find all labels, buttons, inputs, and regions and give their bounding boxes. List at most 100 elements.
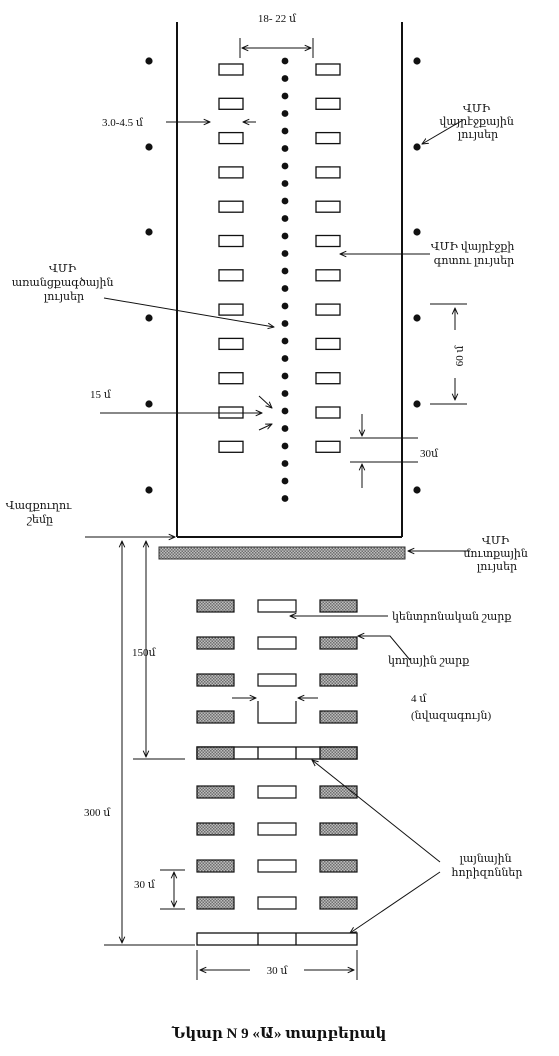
centerline-light: [281, 355, 289, 362]
label-bottom-30: 30 մ: [267, 965, 289, 977]
side-row-right: [319, 896, 358, 910]
side-row-left: [196, 599, 235, 613]
side-row-left: [196, 636, 235, 650]
centerline-lights: [281, 57, 289, 502]
side-row-right: [319, 822, 358, 836]
touchdown-bar-right: [315, 303, 341, 316]
centerline-light: [281, 320, 289, 327]
central-row-bar: [257, 636, 297, 650]
touchdown-zone-lights: [218, 63, 341, 453]
touchdown-bar-left: [218, 269, 244, 282]
label-dist-300: 300 մ: [84, 807, 111, 819]
label-spacing-60: 60 մ: [454, 345, 466, 367]
centerline-light: [281, 495, 289, 502]
centerline-light: [281, 145, 289, 152]
centerline-light: [281, 180, 289, 187]
label-edge-lights: ՎՄԻ վայրէջքային լույսեր: [439, 103, 516, 141]
labels: 18- 22 մ 3.0-4.5 մ ՎՄԻ վայրէջքային լույս…: [6, 13, 530, 1042]
touchdown-bar-right: [315, 166, 341, 179]
label-spacing-3-4-5: 3.0-4.5 մ: [102, 117, 144, 129]
label-crossbars: լայնային հորիզոններ: [452, 853, 523, 879]
centerline-light: [281, 302, 289, 310]
centerline-light: [281, 407, 289, 415]
touchdown-bar-left: [218, 372, 244, 385]
centerline-light: [281, 232, 289, 240]
side-row-left: [196, 822, 235, 836]
entrance-lights-bar: [158, 546, 406, 560]
side-row-right: [319, 859, 358, 873]
label-entrance-lights: ՎՄԻ մուտքային լույսեր: [463, 535, 530, 573]
centerline-light: [281, 425, 289, 432]
touchdown-bar-left: [218, 131, 244, 145]
centerline-light: [281, 162, 289, 170]
touchdown-bar-left: [218, 63, 244, 76]
central-row-gap: [257, 701, 297, 724]
centerline-light: [281, 75, 289, 82]
label-spacing-15: 15 մ: [90, 389, 112, 401]
side-row-right: [319, 673, 358, 687]
touchdown-bar-left: [218, 166, 244, 179]
central-row-bar: [257, 822, 297, 836]
centerline-light: [281, 372, 289, 380]
touchdown-bar-right: [315, 337, 341, 351]
centerline-light: [281, 197, 289, 205]
touchdown-bar-left: [218, 97, 244, 110]
label-width-18-22: 18- 22 մ: [258, 13, 297, 25]
crossbars: [196, 746, 358, 946]
centerline-light: [281, 285, 289, 292]
central-row-bar: [257, 785, 297, 799]
touchdown-bar-right: [315, 440, 341, 453]
edge-lights: [145, 57, 421, 494]
label-spacing-30: 30մ: [420, 448, 439, 460]
label-gap-4: 4 մ: [411, 693, 427, 705]
figure-caption: Նկար N 9 «Ա» տարբերակ: [171, 1025, 387, 1042]
touchdown-bar-right: [315, 406, 341, 419]
centerline-light: [281, 337, 289, 345]
label-central-row: կենտրոնական շարք: [392, 611, 511, 623]
label-touchdown-lights: ՎՄԻ վայրէջքի գոտու լույսեր: [431, 241, 517, 267]
centerline-light: [281, 477, 289, 485]
side-row-left: [196, 673, 235, 687]
label-dist-150: 150մ: [132, 647, 157, 659]
central-row-bar: [257, 599, 297, 613]
centerline-light: [281, 57, 289, 65]
touchdown-bar-right: [315, 200, 341, 213]
touchdown-bar-left: [218, 303, 244, 316]
central-row-bar: [257, 896, 297, 910]
side-row-right: [319, 710, 358, 724]
side-row-right: [319, 599, 358, 613]
centerline-light: [281, 250, 289, 257]
dimension-lines: [85, 38, 470, 980]
label-centerline-lights: ՎՄԻ առանցքագծային լույսեր: [12, 263, 117, 303]
centerline-light: [281, 267, 289, 275]
centerline-light: [281, 460, 289, 467]
runway-outline: [176, 22, 403, 538]
touchdown-bar-right: [315, 234, 341, 248]
touchdown-bar-right: [315, 269, 341, 282]
label-side-row: կողային շարք: [388, 655, 469, 667]
side-row-right: [319, 636, 358, 650]
touchdown-bar-left: [218, 200, 244, 213]
centerline-light: [281, 110, 289, 117]
approach-rows: [196, 599, 358, 910]
central-row-bar: [257, 859, 297, 873]
centerline-light: [281, 390, 289, 397]
touchdown-bar-left: [218, 234, 244, 248]
side-row-left: [196, 896, 235, 910]
side-row-left: [196, 710, 235, 724]
label-gap-4-note: (նվազագույն): [411, 710, 492, 722]
touchdown-bar-right: [315, 63, 341, 76]
centerline-light: [281, 442, 289, 450]
centerline-light: [281, 215, 289, 222]
touchdown-bar-right: [315, 97, 341, 110]
side-row-left: [196, 785, 235, 799]
centerline-light: [281, 92, 289, 100]
touchdown-bar-left: [218, 337, 244, 351]
label-runway-threshold: Վազքուղու շեմը: [6, 500, 74, 526]
central-row-bar: [257, 673, 297, 687]
side-row-left: [196, 859, 235, 873]
touchdown-bar-right: [315, 131, 341, 145]
touchdown-bar-left: [218, 440, 244, 453]
touchdown-bar-right: [315, 372, 341, 385]
